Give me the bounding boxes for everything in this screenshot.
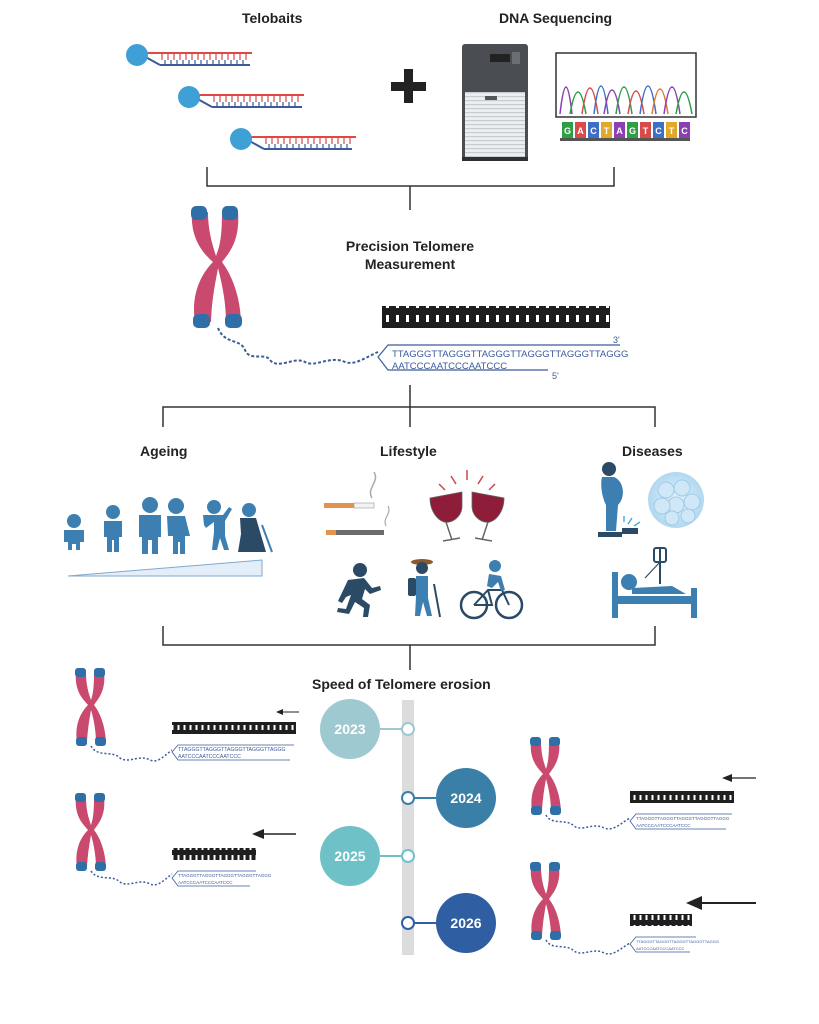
chromosome-2025-bottom-strand: AATCCCAATCCCAATCCC [178,880,233,885]
sequence-bottom-strand: AATCCCAATCCCAATCCC [392,361,507,372]
base-letter: T [604,126,610,136]
timeline-bar [402,700,414,955]
cell-cluster-icon [648,472,704,528]
base-tile [653,122,664,138]
base-tile-strip [560,138,690,141]
main-dna-strand [217,327,379,365]
ageing-label: Ageing [140,443,188,459]
hospital-bed-icon [612,547,697,618]
base-letter: T [643,126,649,136]
chromosome-2024-top-strand: TTAGGGTTAGGGTTAGGGTTAGGGTTAGGG [636,816,730,821]
telobait-1 [126,44,252,66]
plus-icon [391,69,426,103]
base-tile [679,122,690,138]
base-letter: T [669,126,675,136]
base-letter: C [655,126,662,136]
base-tile [627,122,638,138]
main-ruler [382,306,610,328]
wine-glasses-icon [429,470,505,542]
year-label-2024: 2024 [450,790,481,806]
year-circle-2024 [436,768,496,828]
base-tile [666,122,677,138]
sequence-top-strand: TTAGGGTTAGGGTTAGGGTTAGGGTTAGGGTTAGGG [392,349,628,360]
telobait-3 [230,128,356,150]
top-bracket [206,167,615,210]
timeline-node [401,849,415,863]
sequencer-machine-icon [462,44,528,161]
chromosome-2025-top-strand: TTAGGGTTAGGGTTAGGGTTAGGGTTAGGG [178,873,272,878]
chromosome-2025: TTAGGGTTAGGGTTAGGGTTAGGGTTAGGG AATCCCAAT… [75,793,296,887]
telobaits-label: Telobaits [242,10,303,26]
year-label-2023: 2023 [334,721,365,737]
lifestyle-label: Lifestyle [380,443,437,459]
telobait-2 [178,86,304,108]
cigarette-icon [324,471,377,509]
base-tile [614,122,625,138]
timeline-node [401,791,415,805]
e-cigarette-icon [326,505,390,535]
base-letter: G [564,126,571,136]
main-telomere-bracket [377,344,620,371]
base-letter: C [590,126,597,136]
runner-icon [337,563,381,617]
cyclist-icon [459,560,524,620]
chromosome-2026-top-strand: TTAGGGTTAGGGTTAGGGTTAGGGTTAGGG [636,939,719,944]
speed-label: Speed of Telomere erosion [312,676,491,692]
base-tile [588,122,599,138]
main-chromosome-icon [191,206,242,328]
ageing-figures-icon [64,497,273,554]
chromosome-2023-top-strand: TTAGGGTTAGGGTTAGGGTTAGGGTTAGGG [178,747,286,753]
base-letter: C [681,126,688,136]
year-circle-2026 [436,893,496,953]
timeline-node [401,722,415,736]
base-letter: G [629,126,636,136]
chromosome-2026-bottom-strand: AATCCCAATCCCAATCCC [636,946,685,951]
age-gradient-wedge [67,559,263,577]
middle-bracket [162,385,656,427]
dna-sequencing-label: DNA Sequencing [499,10,613,26]
base-tile [562,122,573,138]
five-prime-label: 5' [552,371,559,381]
year-label-2025: 2025 [334,848,365,864]
hiker-icon [408,559,441,618]
base-letter: A [616,126,623,136]
chromosome-2024-bottom-strand: AATCCCAATCCCAATCCC [636,823,691,828]
chromosome-2024: TTAGGGTTAGGGTTAGGGTTAGGGTTAGGG AATCCCAAT… [530,737,756,830]
chromosome-2023: TTAGGGTTAGGGTTAGGGTTAGGGTTAGGG AATCCCAAT… [75,668,299,762]
chromosome-2026: TTAGGGTTAGGGTTAGGGTTAGGGTTAGGG AATCCCAAT… [530,862,756,955]
diseases-label: Diseases [622,443,683,459]
three-prime-label: 3' [613,335,620,345]
lower-bracket [162,626,656,670]
precision-label-line2: Measurement [364,256,456,272]
obese-person-on-scale-icon [598,462,641,537]
base-tile [601,122,612,138]
base-tile [640,122,651,138]
year-label-2026: 2026 [450,915,481,931]
year-circle-2025 [320,826,380,886]
year-circle-2023 [320,699,380,759]
timeline-years: 2023 2024 2025 2026 [320,699,496,953]
chromosome-2023-bottom-strand: AATCCCAATCCCAATCCC [178,754,241,760]
chromatogram-icon [555,52,697,118]
precision-label-line1: Precision Telomere [345,238,475,254]
base-tile [575,122,586,138]
timeline-node [401,916,415,930]
base-letter: A [577,126,584,136]
